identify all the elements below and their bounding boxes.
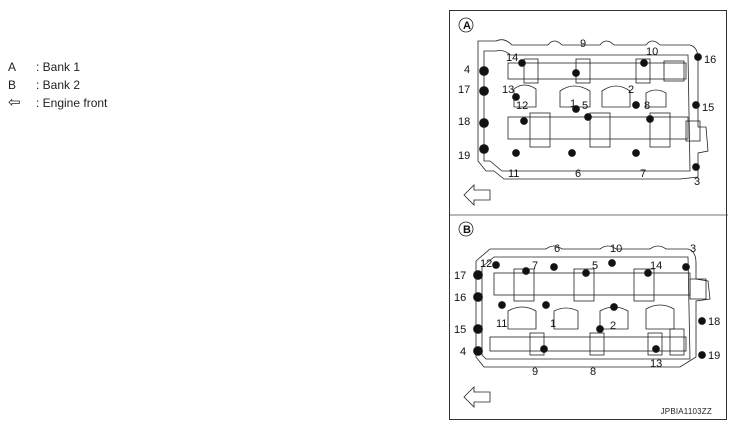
legend-key: B [8,78,17,92]
callout-a-14: 14 [506,52,518,64]
panel-a-lower-camshaft [507,116,689,140]
callout-a-1: 1 [570,98,576,110]
callout-a-12: 12 [516,100,528,112]
callout-b-15: 15 [454,324,466,336]
callout-b-11: 11 [496,318,507,330]
panel-a-callouts: 1 2 3 4 5 6 7 8 9 10 11 12 13 14 15 16 1… [458,38,716,188]
callout-a-2: 2 [628,84,634,96]
panel-a-engine-front-arrow-icon [463,184,491,206]
callout-a-3: 3 [694,176,700,188]
legend-text: : Bank 1 [36,60,81,74]
panel-a [458,17,709,206]
legend-row-bank2: B : Bank 2 [8,76,107,94]
callout-a-8: 8 [644,100,650,112]
callout-b-8: 8 [590,366,596,378]
panel-b-callouts: 1 2 3 4 5 6 7 8 9 10 11 12 13 14 15 16 1… [454,243,720,378]
figure-drawing: A 1 2 3 4 5 6 7 8 9 10 11 12 13 14 15 16… [450,17,728,408]
panel-b-outline [475,245,711,368]
callout-b-5: 5 [592,260,598,272]
callout-b-3: 3 [690,243,696,255]
panel-b [458,221,711,408]
callout-b-14: 14 [650,260,662,272]
callout-a-17: 17 [458,84,470,96]
callout-b-9: 9 [532,366,538,378]
panel-b-upper-camshaft [493,272,691,296]
panel-b-label-circle [458,221,474,237]
callout-b-2: 2 [610,320,616,332]
panel-a-label-circle [458,17,474,33]
legend-text: : Engine front [36,96,108,110]
legend-text: : Bank 2 [36,78,81,92]
callout-b-17: 17 [454,270,466,282]
callout-b-6: 6 [554,243,560,255]
callout-b-13: 13 [650,358,662,370]
figure-code: JPBIA1103ZZ [660,407,712,416]
cylinder-head-figure: A 1 2 3 4 5 6 7 8 9 10 11 12 13 14 15 16… [449,10,728,420]
callout-b-16: 16 [454,292,466,304]
panel-b-lower-camshaft [489,336,687,352]
legend-key: A [8,60,17,74]
callout-a-16: 16 [704,54,716,66]
callout-a-9: 9 [580,38,586,50]
callout-a-7: 7 [640,168,646,180]
panel-a-label: A [463,20,471,32]
legend: A : Bank 1 B : Bank 2 ⇦ : Engine front [8,58,107,112]
callout-a-11: 11 [508,168,519,180]
callout-b-7: 7 [532,260,538,272]
engine-front-arrow-icon: ⇦ [8,94,21,111]
panel-a-upper-camshaft [507,62,687,80]
panel-b-inner-outline [481,256,691,360]
callout-a-4: 4 [464,64,470,76]
callout-b-18: 18 [708,316,720,328]
panel-b-label: B [463,224,471,236]
callout-a-10: 10 [646,46,658,58]
callout-b-4: 4 [460,346,466,358]
panel-b-engine-front-arrow-icon [463,386,491,408]
legend-row-engine-front: ⇦ : Engine front [8,94,107,112]
callout-a-5: 5 [582,100,588,112]
callout-b-1: 1 [550,318,556,330]
callout-b-10: 10 [610,243,622,255]
callout-a-18: 18 [458,116,470,128]
callout-b-12: 12 [480,258,492,270]
callout-a-15: 15 [702,102,714,114]
callout-a-13: 13 [502,84,514,96]
callout-a-6: 6 [575,168,581,180]
callout-a-19: 19 [458,150,470,162]
legend-row-bank1: A : Bank 1 [8,58,107,76]
panel-a-inner-outline [483,50,691,172]
callout-b-19: 19 [708,350,720,362]
